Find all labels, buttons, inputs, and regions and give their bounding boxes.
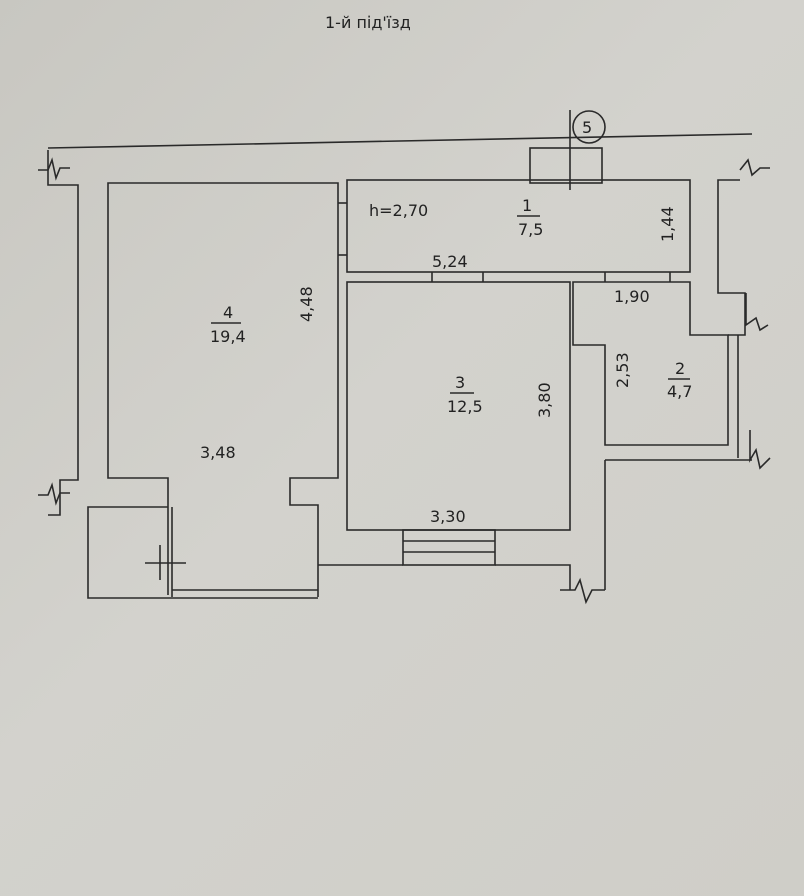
room-2-label: 2 4,7 1,90 2,53 — [613, 287, 692, 401]
room-number: 3 — [455, 373, 465, 392]
room-dimension: 1,44 — [658, 206, 677, 242]
room-1-label: 1 7,5 5,24 1,44 — [432, 196, 677, 271]
room-number: 4 — [223, 303, 233, 322]
room-3-label: 3 12,5 3,30 3,80 — [430, 373, 554, 526]
room-area: 4,7 — [667, 382, 692, 401]
room-dimension: 1,90 — [614, 287, 650, 306]
walls — [38, 133, 771, 605]
room-dimension: 3,30 — [430, 507, 466, 526]
room-dimension: 3,80 — [535, 382, 554, 418]
room-dimension: 2,53 — [613, 352, 632, 388]
room-area: 12,5 — [447, 397, 483, 416]
room-number: 1 — [522, 196, 532, 215]
plan-title: 1-й під'їзд — [325, 13, 411, 32]
room-number: 2 — [675, 359, 685, 378]
axis-marker: 5 — [569, 110, 606, 190]
ceiling-height: h=2,70 — [369, 201, 428, 220]
room-area: 7,5 — [518, 220, 543, 239]
room-4-label: 4 19,4 3,48 4,48 — [200, 286, 316, 462]
axis-marker-label: 5 — [582, 118, 592, 137]
room-dimension: 3,48 — [200, 443, 236, 462]
room-area: 19,4 — [210, 327, 246, 346]
room-dimension: 5,24 — [432, 252, 468, 271]
room-dimension: 4,48 — [297, 286, 316, 322]
